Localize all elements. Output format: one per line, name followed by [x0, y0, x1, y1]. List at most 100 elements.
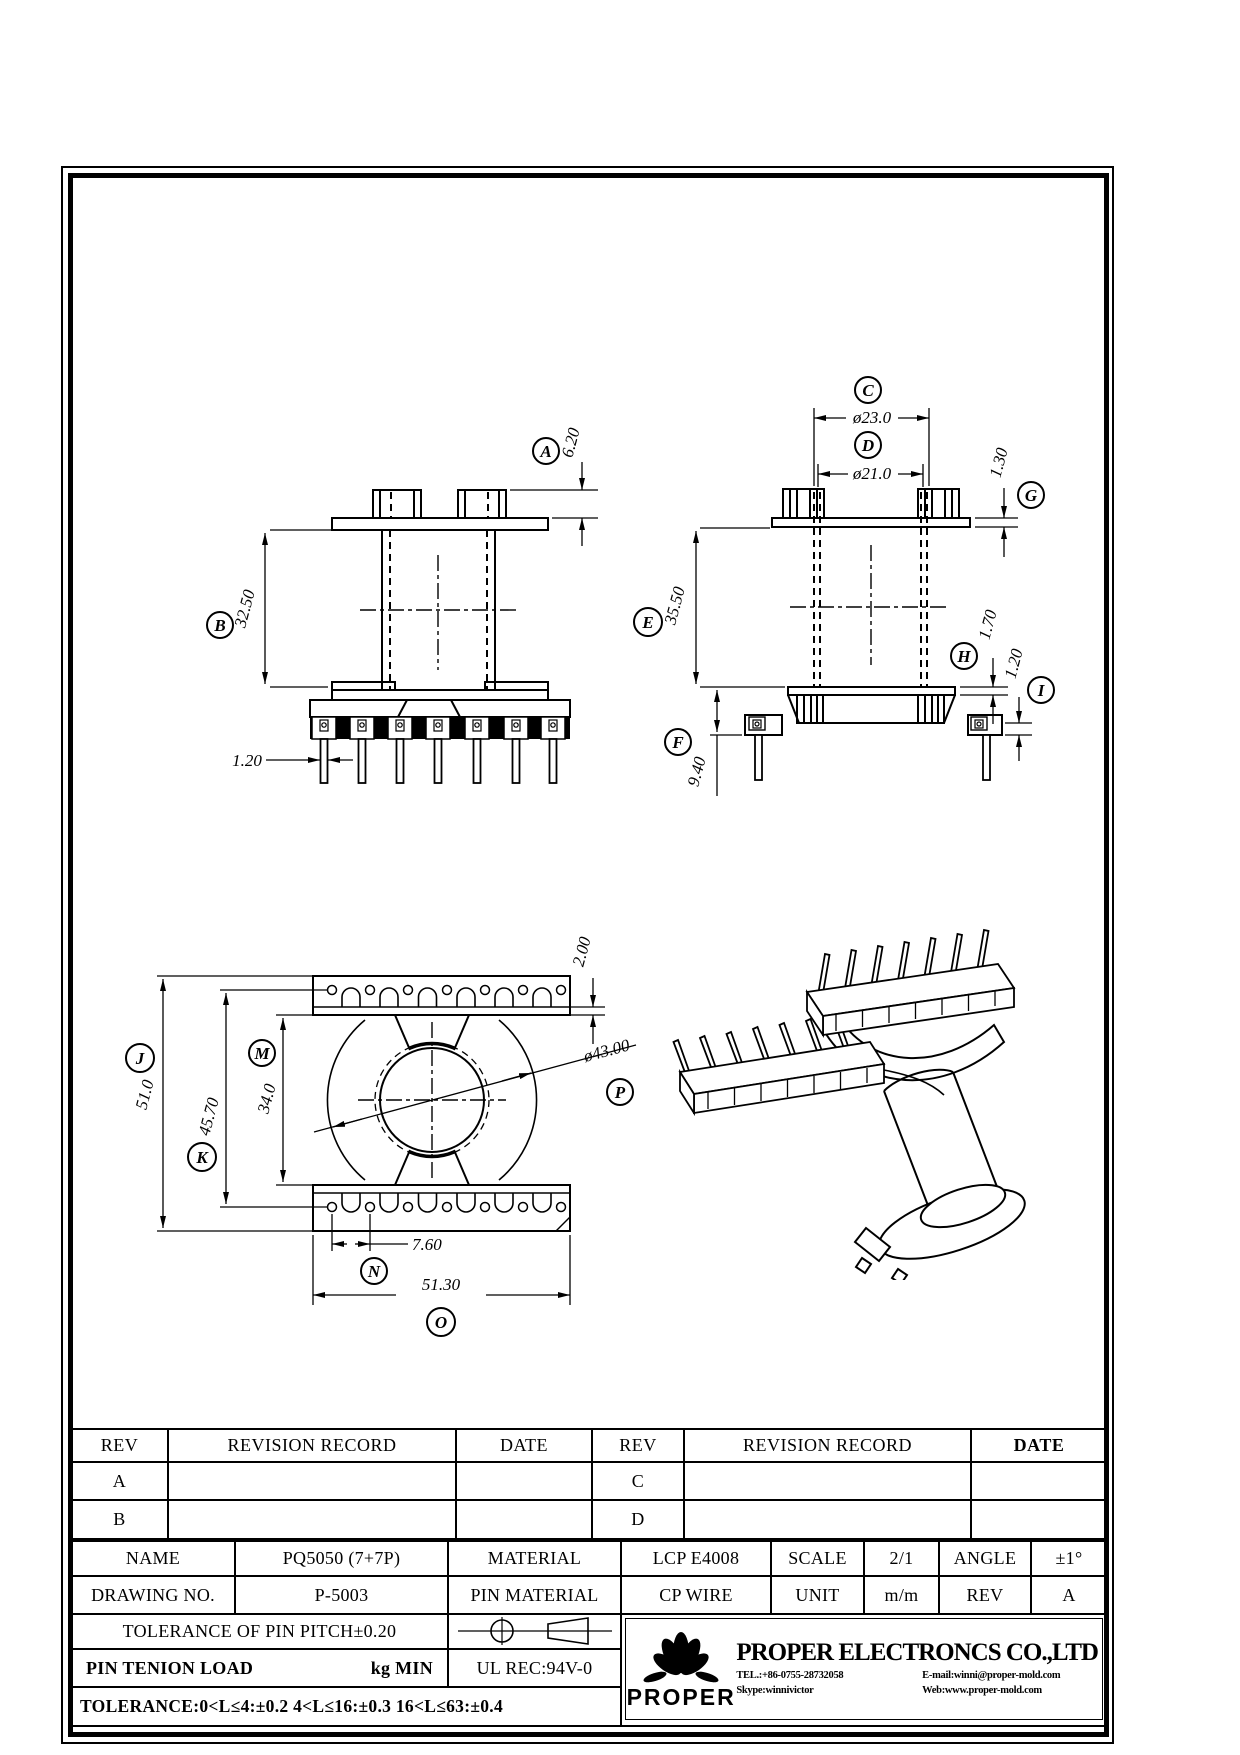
dim-flange-value: 2.00 — [569, 934, 595, 968]
balloon-c — [854, 376, 882, 404]
bobbin-front-outline — [309, 489, 571, 718]
rev-header-record2: REVISION RECORD — [685, 1430, 972, 1463]
dim-f-value: 9.40 — [684, 754, 710, 788]
pin-symbol-cell — [449, 1615, 622, 1650]
balloon-f-label: F — [671, 733, 684, 752]
dim-a-value: 6.20 — [558, 425, 584, 459]
ul-rec-value: UL REC:94V-0 — [449, 1650, 622, 1688]
pin-shape-symbol — [458, 1617, 612, 1645]
dim-d-value: ø21.0 — [852, 464, 892, 483]
company-logo: PROPER — [626, 1619, 736, 1719]
dim-h-value: 1.70 — [975, 607, 1001, 641]
balloon-m-label: M — [253, 1044, 270, 1063]
scale-label: SCALE — [772, 1542, 865, 1577]
balloon-j-label: J — [135, 1049, 145, 1068]
balloon-e-label: E — [641, 613, 653, 632]
balloon-g — [1017, 481, 1045, 509]
balloon-e — [633, 607, 663, 637]
lotus-logo-icon — [643, 1631, 719, 1682]
material-value: LCP E4008 — [622, 1542, 772, 1577]
balloon-d-label: D — [861, 436, 874, 455]
rev-date-d — [972, 1501, 1106, 1538]
dim-g-value: 1.30 — [986, 445, 1012, 479]
company-web: Web:www.proper-mold.com — [922, 1685, 1042, 1697]
material-label: MATERIAL — [449, 1542, 622, 1577]
balloon-k — [187, 1142, 217, 1172]
company-name: PROPER ELECTRONCS CO.,LTD — [736, 1638, 1099, 1666]
balloon-o — [426, 1307, 456, 1337]
front-view-drawing: A 6.20 B 32.50 1.20 — [206, 425, 598, 784]
balloon-c-label: C — [862, 381, 874, 400]
balloon-o-label: O — [435, 1313, 447, 1332]
balloon-d — [854, 431, 882, 459]
drawing-no-label: DRAWING NO. — [72, 1577, 236, 1615]
pin-material-label: PIN MATERIAL — [449, 1577, 622, 1615]
angle-value: ±1° — [1032, 1542, 1106, 1577]
balloon-n — [360, 1257, 388, 1285]
rev-row-a: A — [72, 1463, 169, 1501]
top-view-drawing: J 51.0 K 45.70 M 34.0 2.00 ø43.00 P 7.60… — [125, 934, 637, 1337]
balloon-i — [1027, 676, 1055, 704]
dim-c-value: ø23.0 — [852, 408, 892, 427]
rev-row-b: B — [72, 1501, 169, 1538]
company-email: E-mail:winni@proper-mold.com — [922, 1669, 1061, 1681]
rev-record-c — [685, 1463, 972, 1501]
rev-row-c: C — [593, 1463, 685, 1501]
dim-k-value: 45.70 — [195, 1095, 223, 1137]
bobbin-top-outline — [312, 975, 571, 1232]
rev-row-d: D — [593, 1501, 685, 1538]
company-block: PROPER PROPER ELECTRONCS CO.,LTD TEL.:+8… — [622, 1615, 1106, 1723]
dim-e-value: 35.50 — [660, 584, 689, 627]
balloon-a-label: A — [539, 442, 551, 461]
balloon-b — [206, 611, 234, 639]
company-skype: Skype:winnivictor — [736, 1685, 814, 1697]
pin-holes — [326, 984, 567, 1213]
iso-upper-pin-strip — [805, 928, 1016, 1038]
rev-header-rev1: REV — [72, 1430, 169, 1463]
balloon-h-label: H — [956, 647, 971, 666]
rev-header-rev2: REV — [593, 1430, 685, 1463]
angle-label: ANGLE — [940, 1542, 1032, 1577]
dim-b-value: 32.50 — [230, 587, 259, 630]
balloon-p-label: P — [614, 1083, 626, 1102]
dim-pin-width-value: 1.20 — [232, 751, 262, 770]
rev-record-a — [169, 1463, 457, 1501]
side-view-drawing: C ø23.0 D ø21.0 E 35.50 F 9.40 G 1.30 H … — [633, 376, 1055, 796]
pin-tension-label: PIN TENION LOAD — [86, 1657, 254, 1678]
balloon-n-label: N — [367, 1262, 381, 1281]
length-tolerance: TOLERANCE:0<L≤4:±0.2 4<L≤16:±0.3 16<L≤63… — [72, 1688, 622, 1725]
company-tel: TEL.:+86-0755-28732058 — [736, 1669, 844, 1681]
balloon-j — [125, 1043, 155, 1073]
dim-m-value: 34.0 — [253, 1081, 279, 1116]
balloon-g-label: G — [1025, 486, 1038, 505]
rev-record-b — [169, 1501, 457, 1538]
rev-date-c — [972, 1463, 1106, 1501]
balloon-a — [532, 437, 560, 465]
part-name-value: PQ5050 (7+7P) — [236, 1542, 449, 1577]
dim-o-value: 51.30 — [422, 1275, 461, 1294]
rev-header-date1: DATE — [457, 1430, 593, 1463]
dim-n-value: 7.60 — [412, 1235, 442, 1254]
rev-label: REV — [940, 1577, 1032, 1615]
side-dimensions — [693, 408, 1032, 796]
sheet-border-inner — [68, 173, 1109, 1737]
unit-value: m/m — [865, 1577, 940, 1615]
balloon-h — [950, 642, 978, 670]
isometric-view-drawing — [672, 928, 1026, 1280]
top-dimensions — [157, 975, 637, 1305]
company-logo-text: PROPER — [626, 1683, 736, 1710]
pin-tension-cell: PIN TENION LOAD kg MIN — [72, 1650, 449, 1688]
rev-header-record1: REVISION RECORD — [169, 1430, 457, 1463]
balloon-b-label: B — [213, 616, 225, 635]
title-block: NAME PQ5050 (7+7P) MATERIAL LCP E4008 SC… — [70, 1540, 1108, 1727]
balloon-f — [664, 728, 692, 756]
dim-j-value: 51.0 — [132, 1077, 158, 1111]
rev-date-b — [457, 1501, 593, 1538]
rev-record-d — [685, 1501, 972, 1538]
name-label: NAME — [72, 1542, 236, 1577]
comb-slots — [341, 987, 552, 1213]
front-dimensions — [262, 462, 598, 763]
scale-value: 2/1 — [865, 1542, 940, 1577]
drawing-no-value: P-5003 — [236, 1577, 449, 1615]
